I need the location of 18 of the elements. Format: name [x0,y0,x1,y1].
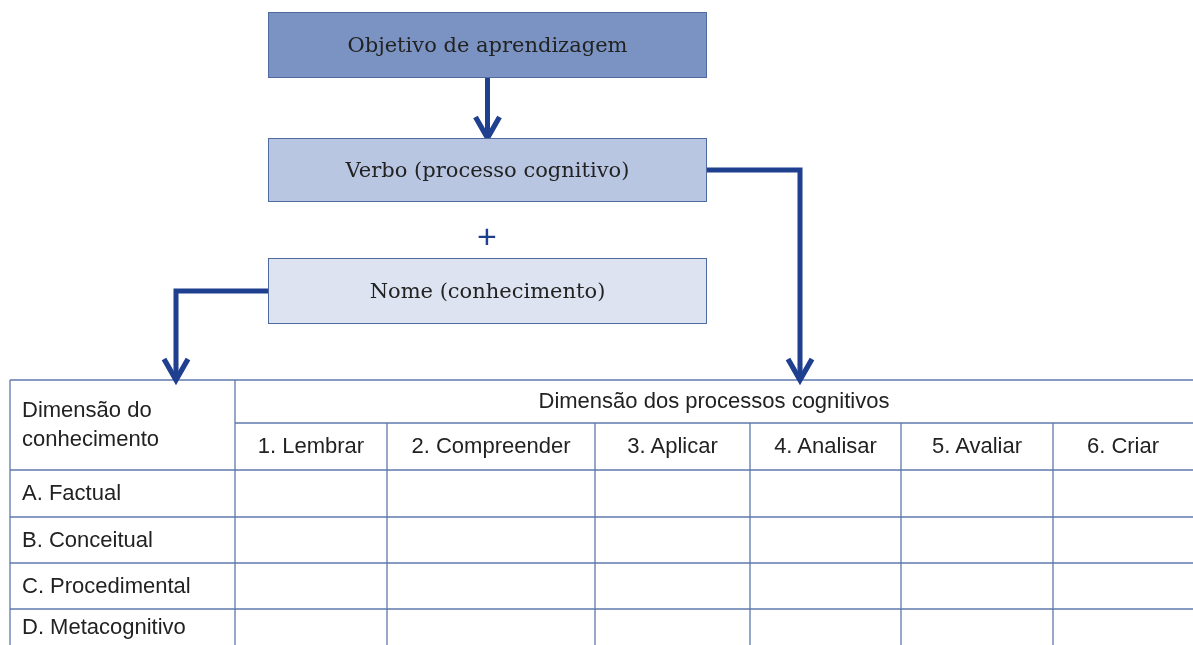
column-header: 6. Criar [1085,432,1161,461]
row-header: C. Procedimental [21,571,192,600]
column-header: 1. Lembrar [256,432,366,461]
row-header: A. Factual [21,479,123,508]
row-header-cell: Dimensão do conhecimento [10,380,235,470]
arrow [161,288,268,383]
row-header: D. Metacognitivo [21,612,187,641]
column-header: 3. Aplicar [626,432,719,461]
process-box: Nome (conhecimento) [268,258,707,324]
column-header: 5. Avaliar [930,432,1024,461]
column-header: 2. Compreender [410,432,572,461]
process-box: Verbo (processo cognitivo) [268,138,707,202]
process-box: Objetivo de aprendizagem [268,12,707,78]
column-header-cell: Dimensão dos processos cognitivos [235,380,1193,423]
row-header: B. Conceitual [21,525,154,554]
plus-sign: + [477,219,497,253]
column-header: 4. Analisar [773,432,878,461]
arrow [707,167,815,383]
